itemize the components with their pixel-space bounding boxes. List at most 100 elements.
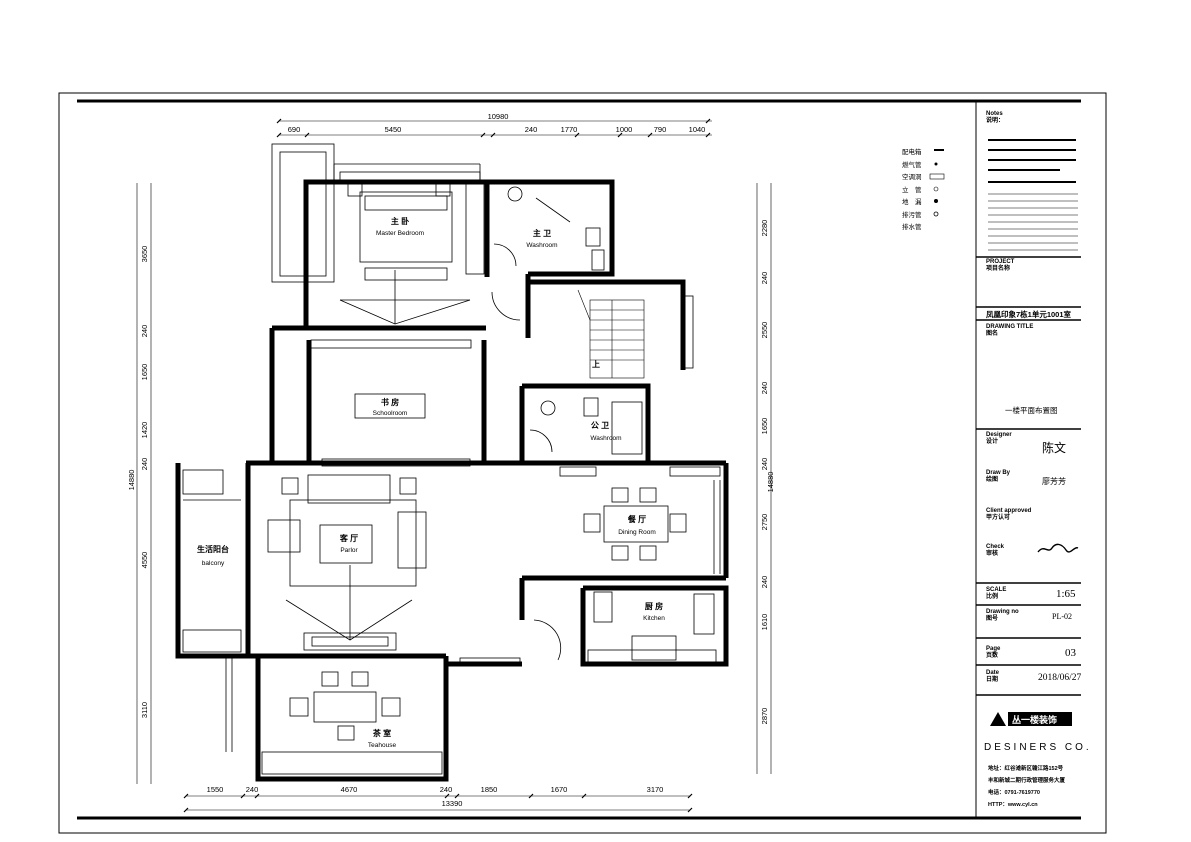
- company-phone: 电话：0791-7619770: [988, 790, 1040, 796]
- dim-right-8: 240: [760, 576, 769, 589]
- client-cn: 甲方认可: [986, 515, 1011, 521]
- dim-bottom-5: 1850: [481, 785, 498, 794]
- dim-bottom-total: 13390: [442, 799, 463, 808]
- dim-left-2: 240: [140, 325, 149, 338]
- drawing-title-cn: 图名: [986, 331, 999, 337]
- notes-en: Notes: [986, 111, 1003, 117]
- label-stair-up: 上: [592, 359, 600, 369]
- label-teahouse-cn: 茶 室: [372, 728, 391, 738]
- dim-top-7: 1040: [689, 125, 706, 134]
- label-schoolroom-en: Schoolroom: [373, 410, 408, 417]
- dimension-lines: [136, 120, 772, 811]
- designer-cn: 设计: [986, 439, 999, 445]
- teahouse-furniture: [289, 671, 401, 741]
- label-master-washroom-cn: 主 卫: [533, 228, 551, 238]
- dim-top-2: 5450: [385, 125, 402, 134]
- drawby-en: Draw By: [986, 470, 1011, 476]
- drawby-name: 廖芳芳: [1042, 477, 1066, 486]
- label-master-bedroom-cn: 主 卧: [391, 216, 409, 226]
- designer-en: Designer: [986, 432, 1012, 438]
- label-balcony-cn: 生活阳台: [197, 544, 229, 554]
- scale-value: 1:65: [1056, 588, 1076, 600]
- label-master-bedroom-en: Master Bedroom: [376, 230, 424, 237]
- legend-item-1: 配电箱: [902, 147, 922, 156]
- label-public-washroom-cn: 公 卫: [591, 421, 609, 430]
- label-dining-cn: 餐 厅: [627, 514, 646, 524]
- dim-left-4: 1420: [140, 422, 149, 439]
- company-http: HTTP：www.cyl.cn: [988, 802, 1038, 808]
- dim-right-total: 14880: [766, 472, 775, 493]
- dim-bottom-2: 240: [246, 785, 259, 794]
- dim-right-3: 2550: [760, 322, 769, 339]
- check-en: Check: [986, 544, 1005, 550]
- company-logo-icon: [990, 712, 1072, 726]
- scale-cn: 比例: [986, 594, 999, 600]
- scale-en: SCALE: [986, 587, 1007, 593]
- date-cn: 日期: [986, 677, 999, 683]
- dim-right-1: 2280: [760, 220, 769, 237]
- label-dining-en: Dining Room: [618, 529, 656, 536]
- drawing-no-cn: 图号: [986, 616, 999, 622]
- dim-top-3: 240: [525, 125, 538, 134]
- drawby-cn: 绘图: [986, 477, 999, 483]
- dim-top-4: 1770: [561, 125, 578, 134]
- project-cn: 项目名称: [986, 266, 1011, 272]
- legend-item-7: 排水管: [902, 222, 922, 231]
- notes-cn: 说明：: [986, 118, 1005, 124]
- label-kitchen-en: Kitchen: [643, 615, 665, 622]
- dim-top-6: 790: [654, 125, 667, 134]
- stairs: [577, 289, 645, 379]
- label-kitchen-cn: 厨 房: [645, 601, 663, 611]
- client-en: Client approved: [986, 508, 1032, 514]
- label-public-washroom-en: Washroom: [590, 435, 621, 442]
- legend-item-6: 排污管: [902, 210, 922, 219]
- company-name: DESINERS CO.: [984, 742, 1092, 753]
- legend: 配电箱 燃气管 空调洞 立 管 地 漏 排污管 排水管: [902, 147, 945, 231]
- dim-bottom-4: 240: [440, 785, 453, 794]
- label-schoolroom-cn: 书 房: [381, 397, 399, 407]
- date-en: Date: [986, 670, 1000, 676]
- drawing-no-value: PL-02: [1052, 612, 1072, 621]
- check-cn: 审核: [986, 551, 999, 557]
- dim-right-7: 2750: [760, 514, 769, 531]
- bed: [339, 183, 471, 325]
- dim-right-10: 2870: [760, 708, 769, 725]
- drawing-title-en: DRAWING TITLE: [986, 324, 1034, 330]
- dim-right-2: 240: [760, 272, 769, 285]
- project-name: 凤凰印象7栋1单元1001室: [986, 310, 1072, 319]
- walls: [175, 179, 729, 782]
- window-lines: [182, 143, 721, 775]
- legend-item-2: 燃气管: [902, 160, 922, 169]
- dim-top-5: 1000: [616, 125, 633, 134]
- dim-left-6: 4550: [140, 552, 149, 569]
- notes-lines: [988, 139, 1078, 251]
- legend-item-5: 地 漏: [902, 197, 922, 206]
- date-value: 2018/06/27: [1038, 673, 1082, 683]
- drawing-no-en: Drawing no: [986, 609, 1019, 615]
- label-parlor-cn: 客 厅: [339, 533, 358, 543]
- dining-furniture: [583, 487, 687, 561]
- dim-left-3: 1650: [140, 364, 149, 381]
- dim-top-1: 690: [288, 125, 301, 134]
- dim-bottom-1: 1550: [207, 785, 224, 794]
- dim-right-6: 240: [760, 458, 769, 471]
- legend-item-4: 立 管: [902, 185, 922, 194]
- label-master-washroom-en: Washroom: [526, 242, 557, 249]
- title-block-rules: [976, 256, 1081, 696]
- dim-right-9: 1610: [760, 614, 769, 631]
- company-address: 地址：红谷滩新区赣江路152号: [988, 766, 1064, 772]
- dim-bottom-6: 1670: [551, 785, 568, 794]
- page-en: Page: [986, 646, 1001, 652]
- label-balcony-en: balcony: [202, 560, 225, 567]
- company-brand: 丛一楼装饰: [1012, 715, 1058, 725]
- dim-left-total: 14880: [127, 470, 136, 491]
- outer-frame: [58, 92, 1107, 834]
- page-cn: 页数: [986, 653, 999, 659]
- dim-left-1: 3650: [140, 246, 149, 263]
- label-parlor-en: Parlor: [340, 547, 358, 554]
- label-teahouse-en: Teahouse: [368, 742, 397, 749]
- dim-bottom-7: 3170: [647, 785, 664, 794]
- room-labels: 主 卧 Master Bedroom 主 卫 Washroom 书 房 Scho…: [197, 216, 665, 749]
- dimension-ticks: [183, 118, 711, 813]
- legend-item-3: 空调洞: [902, 172, 922, 181]
